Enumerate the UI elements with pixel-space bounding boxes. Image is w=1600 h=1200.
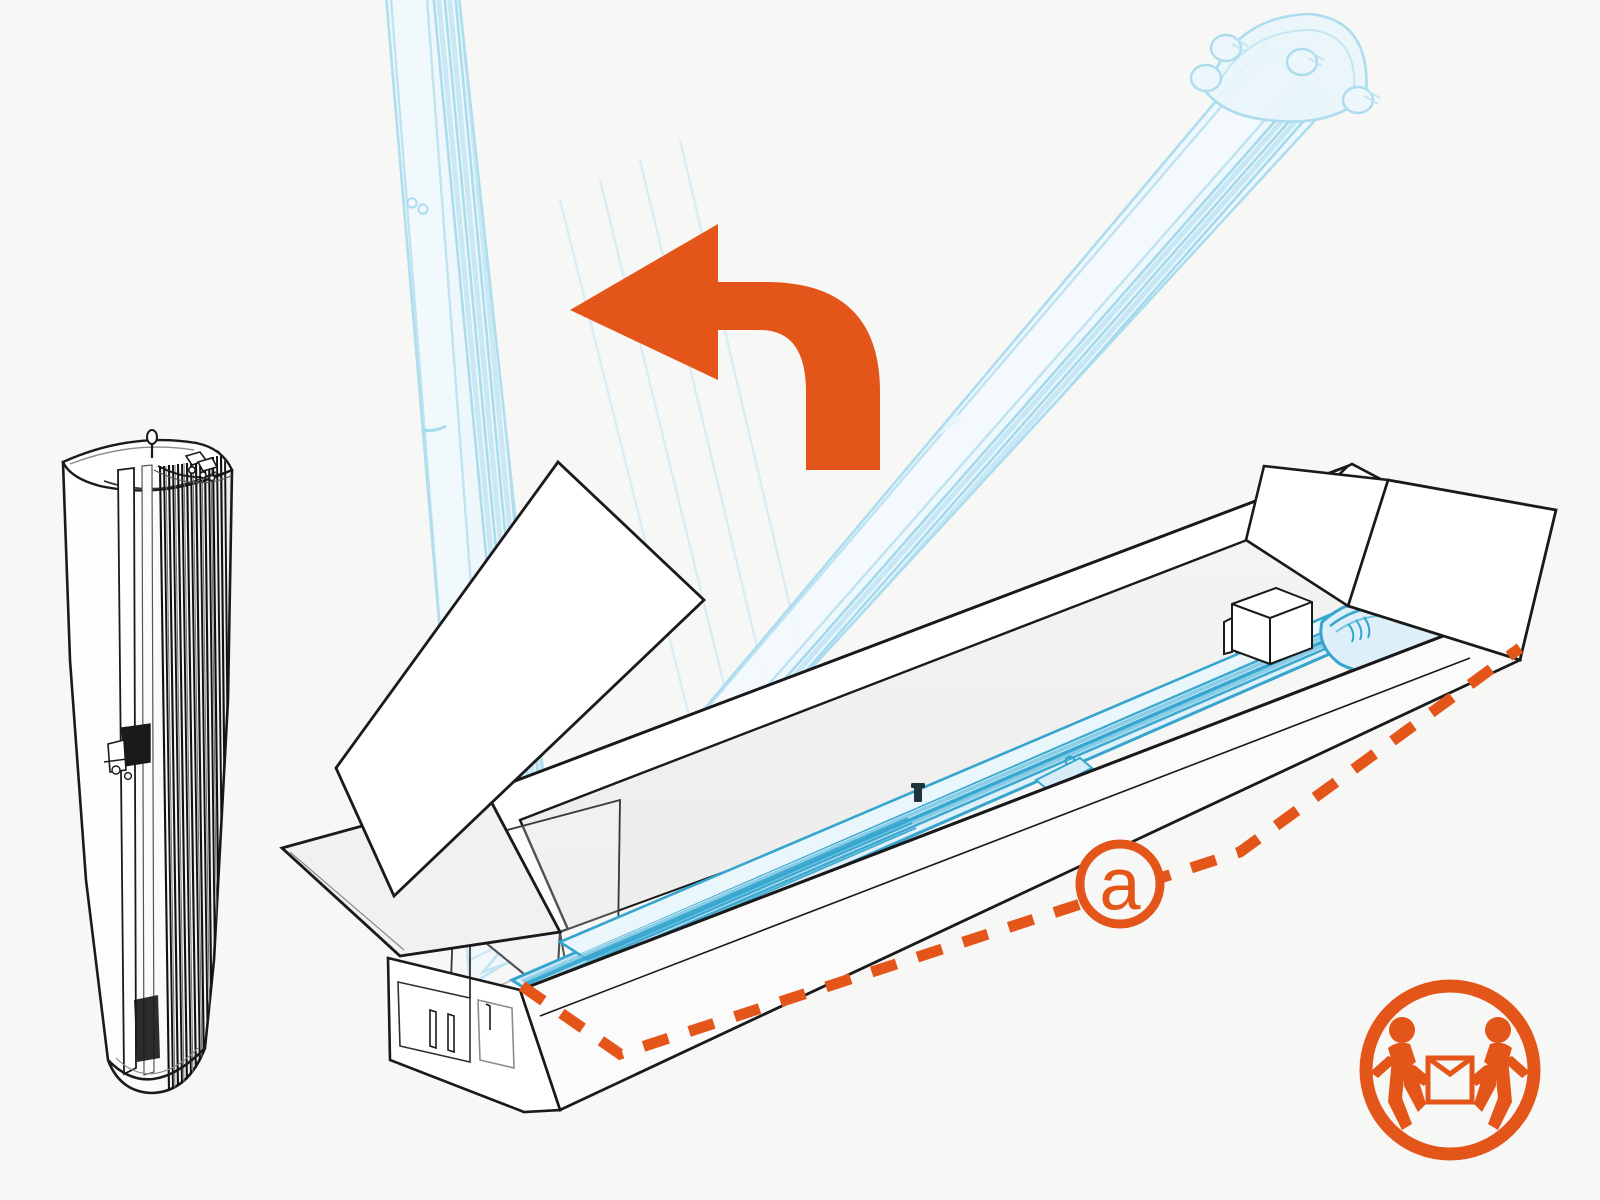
ghost-mounting-plate [1189,12,1381,123]
lift-figure-left [1370,1017,1430,1130]
two-person-lift-icon [1359,979,1541,1161]
alignment-guide [518,643,1524,1061]
callout-badge-label: a [1099,843,1141,926]
column-shoulder-hardware [184,451,219,482]
lift-box-icon [1425,1055,1475,1105]
screw-detail [911,783,925,802]
carton-flap-right-side [1244,464,1390,609]
column-top-pin [146,429,158,458]
carton-end-panel [397,980,515,1070]
product-column [61,429,234,1095]
callout-badge-a[interactable]: a [1075,839,1165,929]
carton [279,459,1558,1114]
foam-block [1223,586,1313,666]
rotate-arrow [570,224,880,470]
lift-figure-right [1470,1017,1530,1130]
mounting-bolt [1189,33,1375,115]
carton-flap-back-left [334,459,707,899]
